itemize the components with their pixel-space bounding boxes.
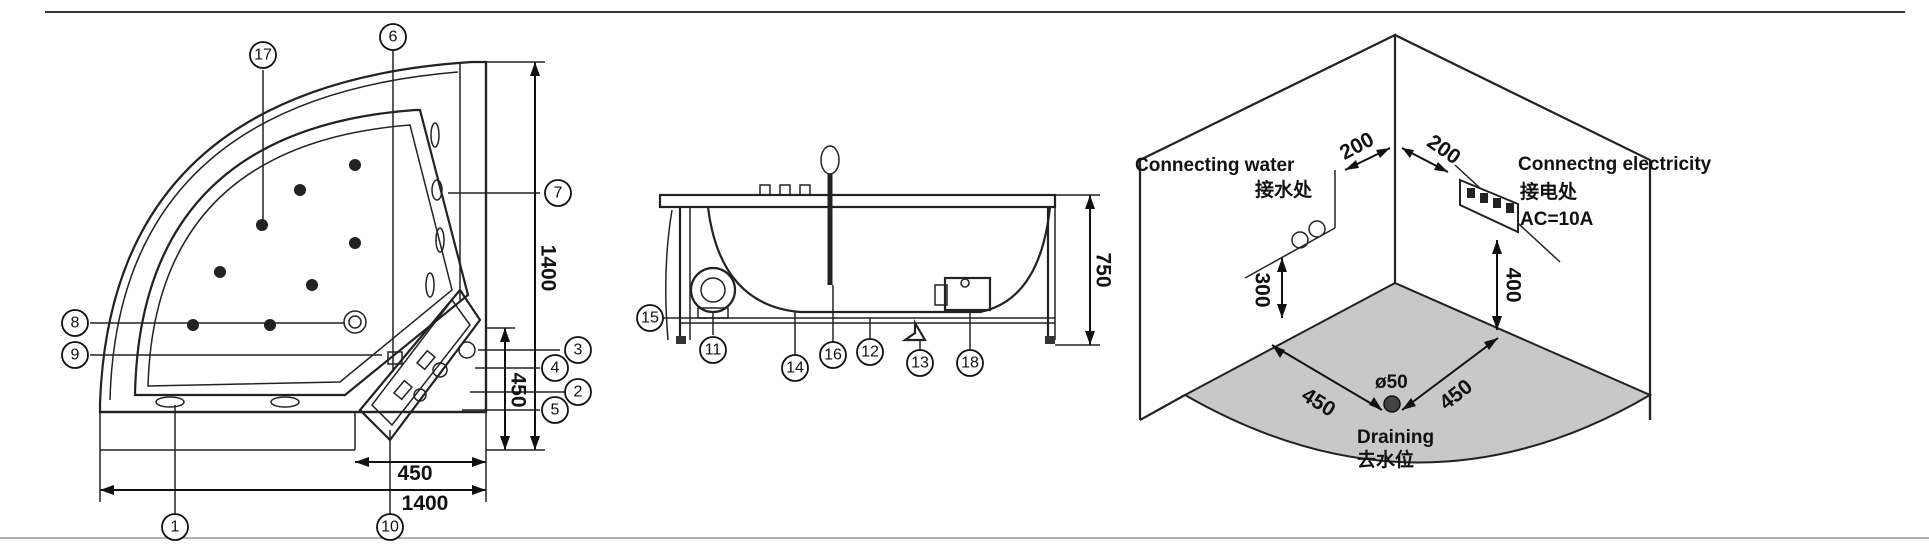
callout-label: 14 [786,360,804,377]
callout-11: 11 [699,336,727,364]
callout-13: 13 [906,349,934,377]
tub-basin [133,108,470,397]
water-connector [1308,220,1326,238]
corner-view-drawing [1138,33,1653,464]
dim-label-400: 400 [1502,267,1525,302]
tub-body [706,206,1052,314]
electricity-connection-label: Connectng electricity [1518,154,1712,175]
callout-label: 1 [171,519,180,536]
floor-area [1182,281,1653,464]
air-jet [214,266,226,278]
callout-12: 12 [856,338,884,366]
callout-label: 13 [911,355,929,372]
callout-14: 14 [781,354,809,382]
callout-label: 4 [551,360,560,377]
dim-label-200b: 200 [1423,130,1465,169]
right-wall [1394,34,1652,420]
air-jet [349,159,361,171]
callout-3: 3 [564,336,592,364]
air-jet [187,319,199,331]
water-connector [1291,231,1309,249]
air-jet [264,319,276,331]
callout-label: 2 [574,384,583,401]
control-panel-inner [371,298,471,427]
drain-diameter: ø50 [1375,372,1408,393]
tub-basin-inner [147,124,453,387]
callout-label: 6 [389,29,398,46]
callout-16: 16 [819,341,847,369]
callout-2: 2 [564,378,592,406]
callout-8: 8 [61,309,89,337]
callout-label: 15 [641,310,659,327]
electricity-spec: AC=10A [1520,209,1594,230]
callout-18: 18 [956,349,984,377]
tub-skirt-edge [665,209,673,341]
floor-drain [1383,395,1401,413]
air-jet [256,219,268,231]
callout-5: 5 [541,396,569,424]
dim-label-200a: 200 [1336,128,1378,165]
dim-label-side-height: 750 [1092,252,1115,287]
air-jet [294,184,306,196]
water-pump [689,266,737,314]
callout-10: 10 [376,513,404,541]
callout-17: 17 [249,41,277,69]
dim-label-inner-height: 450 [507,372,530,407]
callout-label: 3 [574,342,583,359]
hand-shower [820,145,840,175]
water-connection-label: Connecting water [1135,155,1295,176]
callout-label: 18 [961,355,979,372]
draining-label-cn: 去水位 [1357,448,1414,471]
callout-15: 15 [636,304,664,332]
draining-label: Draining [1357,427,1434,448]
tub-outer-shell [98,60,488,414]
electricity-connection-label-cn: 接电处 [1520,180,1578,203]
callout-label: 5 [551,402,560,419]
air-pump [943,276,992,312]
dim-label-inner-width: 450 [397,462,432,485]
side-view-drawing [658,145,1100,355]
callout-label: 8 [71,315,80,332]
callout-4: 4 [541,354,569,382]
callout-label: 7 [554,185,563,202]
dim-label-300: 300 [1251,272,1274,307]
dim-label-height: 1400 [537,245,560,292]
callout-7: 7 [544,179,572,207]
callout-label: 17 [254,47,272,64]
callout-label: 12 [861,344,879,361]
air-jet [306,279,318,291]
dim-line-450b [1401,337,1499,411]
dim-label-width: 1400 [402,492,449,515]
callout-1: 1 [161,513,189,541]
air-jet [349,237,361,249]
callout-label: 16 [824,347,842,364]
drain-fitting [901,318,927,342]
callout-label: 10 [381,519,399,536]
water-drain-knob [343,310,367,334]
callout-9: 9 [61,341,89,369]
left-wall [1138,33,1397,420]
callout-6: 6 [379,23,407,51]
dim-line-450a [1271,344,1383,411]
top-view-drawing [90,50,575,520]
tub-top-rim [658,193,1057,209]
tub-rim-line [109,71,459,401]
callout-label: 9 [71,347,80,364]
water-connection-label-cn: 接水处 [1255,178,1313,201]
callout-label: 11 [705,342,722,359]
